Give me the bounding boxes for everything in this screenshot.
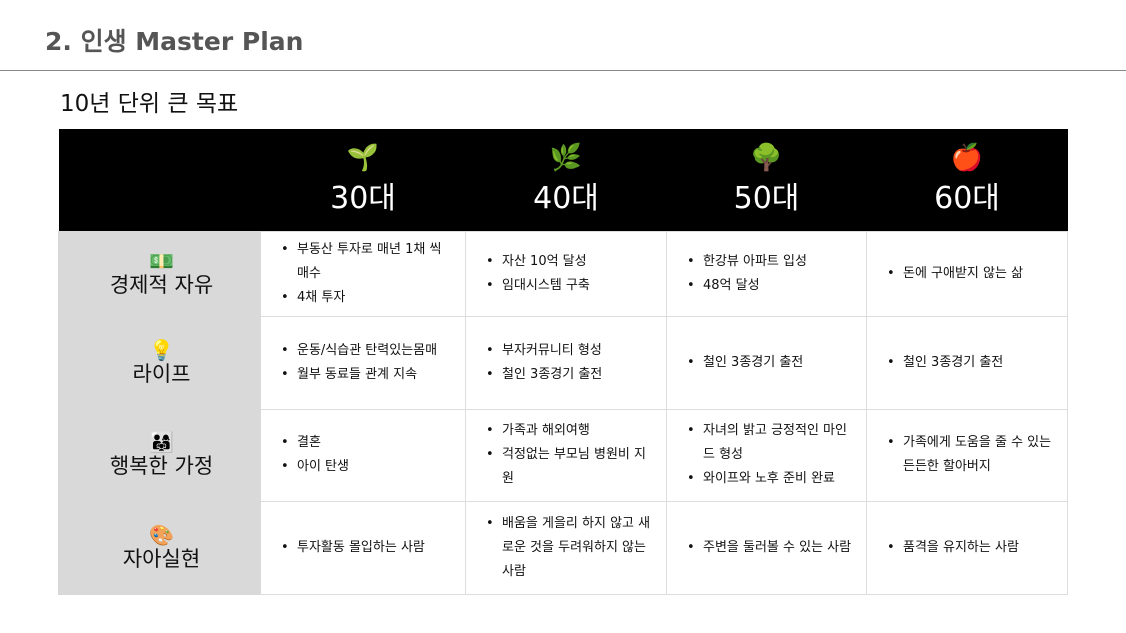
row-header: 🎨자아실현 [58, 500, 261, 595]
apple-icon: 🍎 [950, 142, 984, 173]
goal-cell: 자산 10억 달성임대시스템 구축 [465, 230, 667, 317]
lightbulb-icon: 💡 [149, 337, 174, 362]
goal-item: 월부 동료들 관계 지속 [279, 363, 451, 387]
goal-cell: 품격을 유지하는 사람 [866, 500, 1068, 595]
goal-item: 배움을 게을리 하지 않고 새로운 것을 두려워하지 않는 사람 [484, 512, 652, 584]
goal-item: 자녀의 밝고 긍정적인 마인드 형성 [685, 419, 852, 467]
goal-list: 결혼아이 탄생 [279, 431, 451, 479]
goal-cell: 철인 3종경기 출전 [866, 315, 1068, 410]
row-label: 라이프 [132, 361, 191, 386]
row-header: 💵경제적 자유 [58, 230, 261, 317]
goal-item: 결혼 [279, 431, 451, 455]
money-icon: 💵 [149, 248, 174, 273]
goal-list: 부자커뮤니티 형성철인 3종경기 출전 [484, 339, 652, 387]
table-row: 💡라이프운동/식습관 탄력있는몸매월부 동료들 관계 지속부자커뮤니티 형성철인… [58, 315, 1068, 410]
page-title: 2. 인생 Master Plan [45, 27, 304, 56]
goal-list: 자산 10억 달성임대시스템 구축 [484, 250, 652, 298]
goal-item: 부동산 투자로 매년 1채 씩 매수 [279, 238, 451, 286]
table-row: 👨‍👩‍👧행복한 가정 결혼아이 탄생 가족과 해외여행걱정없는 부모님 병원비 지… [58, 408, 1068, 502]
goal-list: 부동산 투자로 매년 1채 씩 매수4채 투자 [279, 238, 451, 310]
tree-icon: 🌳 [750, 142, 783, 173]
seedling-icon: 🌱 [346, 142, 380, 173]
column-header-40대: 🌿 40대 [465, 129, 667, 231]
family-icon: 👨‍👩‍👧 [149, 430, 174, 454]
goal-list: 철인 3종경기 출전 [685, 351, 852, 375]
goal-cell: 자녀의 밝고 긍정적인 마인드 형성와이프와 노후 준비 완료 [666, 408, 867, 502]
header-row: 🌱 30대 🌿 40대 🌳 50대 🍎 60대 [58, 129, 1068, 231]
goal-list: 한강뷰 아파트 입성48억 달성 [685, 250, 852, 298]
goal-cell: 배움을 게을리 하지 않고 새로운 것을 두려워하지 않는 사람 [465, 500, 667, 595]
goal-cell: 운동/식습관 탄력있는몸매월부 동료들 관계 지속 [260, 315, 466, 410]
row-header: 👨‍👩‍👧행복한 가정 [58, 408, 261, 502]
goal-item: 임대시스템 구축 [484, 274, 652, 298]
table-row: 🎨자아실현 투자활동 몰입하는 사람 배움을 게을리 하지 않고 새로운 것을 두려… [58, 500, 1068, 595]
goal-list: 주변을 둘러볼 수 있는 사람 [685, 536, 852, 560]
goal-cell: 가족과 해외여행걱정없는 부모님 병원비 지원 [465, 408, 667, 502]
goal-cell: 돈에 구애받지 않는 삶 [866, 230, 1068, 317]
column-label: 30대 [330, 180, 396, 216]
row-label: 행복한 가정 [109, 454, 214, 478]
goal-item: 한강뷰 아파트 입성 [685, 250, 852, 274]
herb-icon: 🌿 [549, 142, 583, 173]
master-plan-table: 🌱30대🌿40대🌳50대🍎60대 💵경제적 자유부동산 투자로 매년 1채 씩 … [58, 129, 1068, 595]
goal-item: 가족에게 도움을 줄 수 있는 든든한 할아버지 [885, 431, 1053, 479]
palette-icon: 🎨 [149, 522, 174, 547]
column-label: 60대 [934, 180, 1000, 216]
goal-item: 걱정없는 부모님 병원비 지원 [484, 443, 652, 491]
goal-item: 와이프와 노후 준비 완료 [685, 467, 852, 491]
row-label: 자아실현 [122, 546, 201, 571]
goal-list: 돈에 구애받지 않는 삶 [885, 262, 1053, 286]
goal-list: 배움을 게을리 하지 않고 새로운 것을 두려워하지 않는 사람 [484, 512, 652, 584]
goal-cell: 가족에게 도움을 줄 수 있는 든든한 할아버지 [866, 408, 1068, 502]
column-header-50대: 🌳 50대 [666, 129, 867, 231]
goal-item: 부자커뮤니티 형성 [484, 339, 652, 363]
goal-list: 철인 3종경기 출전 [885, 351, 1053, 375]
goal-item: 품격을 유지하는 사람 [885, 536, 1053, 560]
goal-cell: 철인 3종경기 출전 [666, 315, 867, 410]
goal-item: 철인 3종경기 출전 [484, 363, 652, 387]
goal-item: 주변을 둘러볼 수 있는 사람 [685, 536, 852, 560]
goal-cell: 한강뷰 아파트 입성48억 달성 [666, 230, 867, 317]
goal-item: 철인 3종경기 출전 [885, 351, 1053, 375]
goal-list: 가족에게 도움을 줄 수 있는 든든한 할아버지 [885, 431, 1053, 479]
goal-cell: 투자활동 몰입하는 사람 [260, 500, 466, 595]
goal-cell: 부자커뮤니티 형성철인 3종경기 출전 [465, 315, 667, 410]
column-header-30대: 🌱 30대 [260, 129, 466, 231]
goal-item: 자산 10억 달성 [484, 250, 652, 274]
goal-item: 운동/식습관 탄력있는몸매 [279, 339, 451, 363]
goal-item: 철인 3종경기 출전 [685, 351, 852, 375]
goal-item: 아이 탄생 [279, 455, 451, 479]
goal-cell: 결혼아이 탄생 [260, 408, 466, 502]
corner-cell [58, 129, 261, 231]
column-label: 50대 [733, 180, 800, 216]
divider [0, 70, 1126, 71]
column-label: 40대 [533, 180, 599, 216]
goal-cell: 주변을 둘러볼 수 있는 사람 [666, 500, 867, 595]
goal-list: 투자활동 몰입하는 사람 [279, 536, 451, 560]
goal-item: 투자활동 몰입하는 사람 [279, 536, 451, 560]
table-row: 💵경제적 자유부동산 투자로 매년 1채 씩 매수4채 투자자산 10억 달성임… [58, 230, 1068, 317]
goal-list: 가족과 해외여행걱정없는 부모님 병원비 지원 [484, 419, 652, 491]
goal-item: 돈에 구애받지 않는 삶 [885, 262, 1053, 286]
goal-list: 운동/식습관 탄력있는몸매월부 동료들 관계 지속 [279, 339, 451, 387]
goal-list: 자녀의 밝고 긍정적인 마인드 형성와이프와 노후 준비 완료 [685, 419, 852, 491]
row-label: 경제적 자유 [109, 272, 214, 297]
goal-cell: 부동산 투자로 매년 1채 씩 매수4채 투자 [260, 230, 466, 317]
section-subtitle: 10년 단위 큰 목표 [60, 91, 239, 117]
goal-list: 품격을 유지하는 사람 [885, 536, 1053, 560]
goal-item: 가족과 해외여행 [484, 419, 652, 443]
row-header: 💡라이프 [58, 315, 261, 410]
column-header-60대: 🍎 60대 [866, 129, 1068, 231]
goal-item: 48억 달성 [685, 274, 852, 298]
goal-item: 4채 투자 [279, 286, 451, 310]
